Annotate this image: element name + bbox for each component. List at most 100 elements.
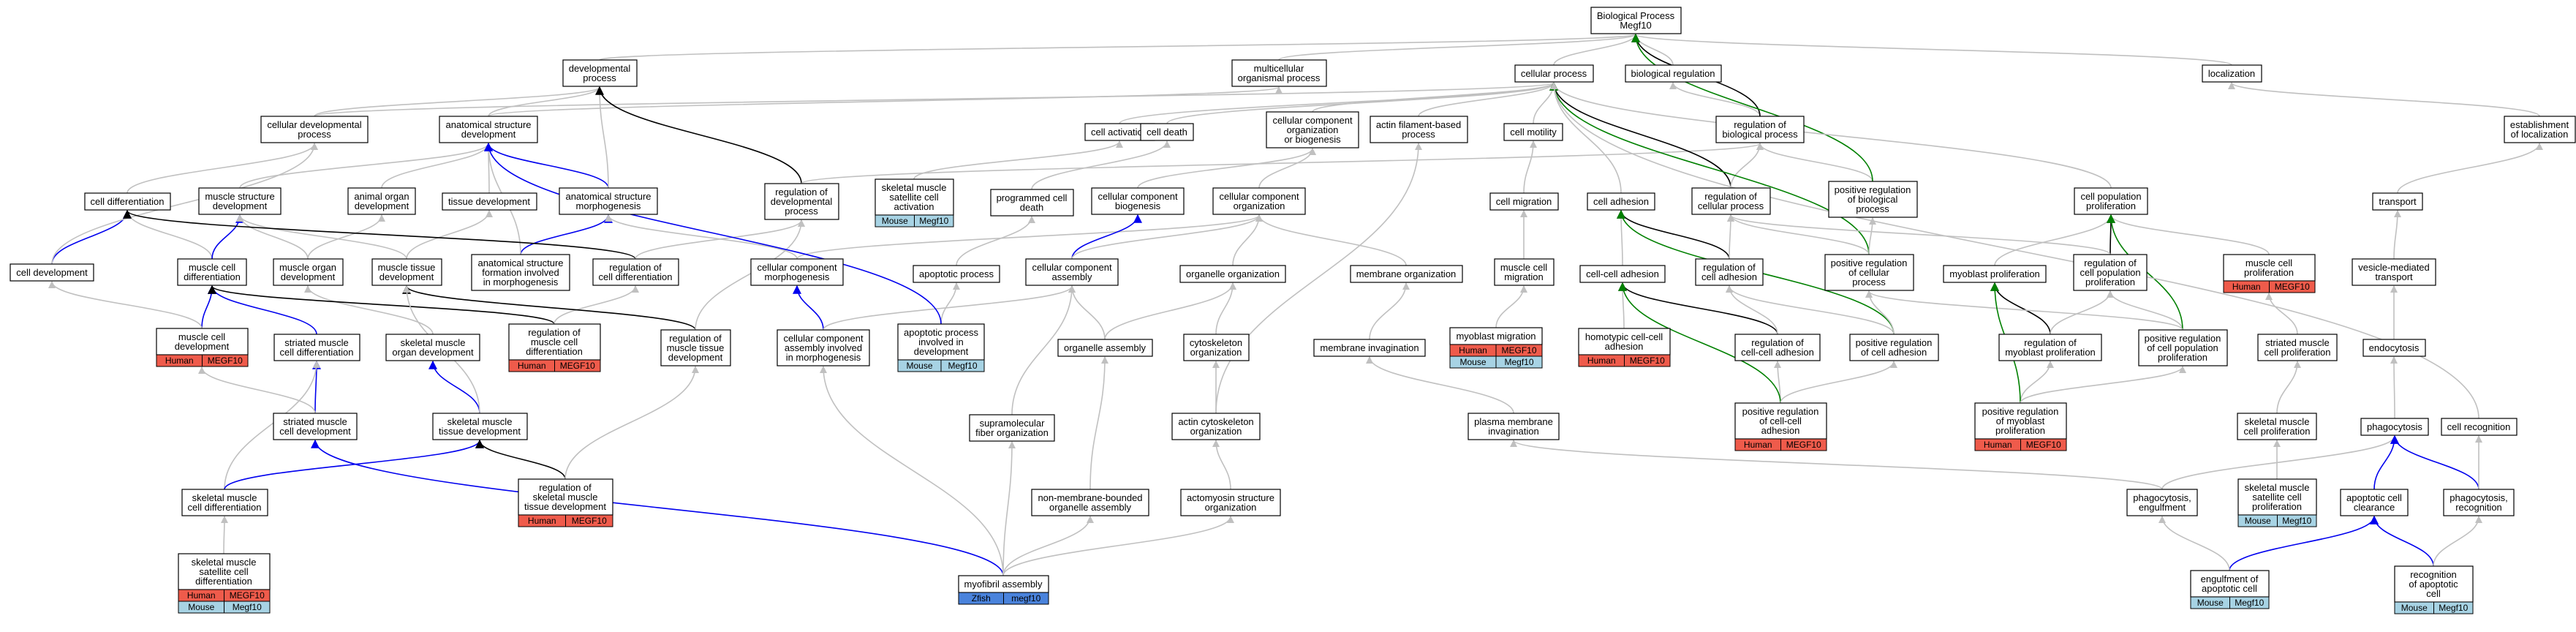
node-label: development [355,200,409,211]
node-label: fiber organization [975,427,1049,438]
species-cell [1495,356,1543,369]
node-label: organismal process [1238,72,1321,83]
node-label: multicellular [1254,63,1304,74]
node-label: biogenesis [1115,200,1161,211]
node-label: positive regulation [1835,184,1911,195]
node-label: positive regulation [1982,406,2059,417]
node-label: proliferation [2085,276,2135,287]
species-label: Megf10 [919,216,948,226]
node-label: formation involved [482,267,559,278]
relation-edge-gray [314,82,1557,117]
species-label: MEGF10 [1501,345,1536,356]
species-cell [940,359,985,372]
node-box [1370,116,1468,143]
relation-edge-gray [605,214,798,260]
node-label: programmed cell [997,192,1068,203]
node-label: striated muscle [284,337,348,348]
go-term-node: phagocytosis [2360,418,2429,436]
relation-edge-gray [1510,440,2163,490]
relation-edge-gray [224,361,320,490]
node-label: cell differentiation [188,502,262,513]
node-label: recognition [2410,569,2457,580]
node-label: organization [1190,347,1242,358]
node-label: actin filament-based [1376,119,1461,130]
relation-edge-gray [1312,82,1557,113]
node-label: recognition [2455,502,2502,513]
relation-edge-gray [1011,285,1076,415]
node-box [260,116,369,143]
node-label: proliferation [2086,200,2136,211]
node-box [1183,334,1250,361]
node-label: positive regulation [1856,337,1933,348]
relation-edge-gray [2397,143,2543,194]
relation-edge-gray [1727,214,2111,255]
node-box [1503,123,1563,141]
relation-edge-blue [211,214,244,260]
node-box [84,192,171,211]
node-label: process [1856,203,1889,214]
relation-edge-green [1618,282,1781,404]
species-label: MEGF10 [208,356,243,366]
node-label: tissue development [524,501,606,512]
node-box [1974,402,2067,440]
species-cell [554,359,601,372]
node-box [1828,181,1918,218]
node-label: muscle cell [1500,262,1547,273]
node-label: anatomical structure [565,191,651,202]
relation-edge-gray [2020,366,2186,404]
node-label: regulation of [1734,119,1786,130]
node-label: assembly [1052,271,1092,282]
node-label: muscle tissue [667,342,725,353]
node-label: of cell population [2147,342,2218,353]
node-box [2202,64,2262,83]
node-box [1587,192,1655,211]
node-box [1212,187,1306,215]
species-label: MEGF10 [560,361,595,371]
node-label: cellular component [1032,262,1112,273]
relation-edge-gray [381,143,492,189]
node-box [1266,111,1359,148]
edge-layer [48,33,2543,576]
relation-edge-gray [1727,214,1870,255]
relation-edge-gray [1278,34,1639,61]
relation-edge-gray [1166,82,1557,124]
node-label: of myoblast [1996,415,2045,426]
node-label: regulation of [1704,191,1757,202]
node-label: cell development [279,426,351,437]
node-label: muscle cell [178,331,225,342]
relation-edge-black [123,209,636,260]
node-label: process [785,206,818,217]
go-term-node: biological regulation [1625,64,1722,83]
relation-edge-gray [596,86,609,189]
node-label: Biological Process [1597,10,1675,21]
node-label: of biological [1848,194,1898,205]
node-label: satellite cell [199,566,248,577]
relation-edge-gray [1366,356,1514,414]
relation-edge-gray [913,140,1123,180]
relation-edge-gray [823,285,1076,331]
node-box [347,187,416,215]
relation-edge-gray [406,210,493,260]
node-box [439,116,538,143]
relation-edge-gray [1212,440,1231,490]
node-label: development [213,200,268,211]
node-label: localization [2208,68,2255,79]
node-box [990,189,1074,217]
relation-edge-gray [1031,140,1171,190]
node-layer: Biological ProcessMegf10developmentalpro… [10,7,2576,614]
relation-edge-gray [2265,293,2298,335]
species-cell [224,601,271,614]
relation-edge-gray [2433,516,2482,567]
